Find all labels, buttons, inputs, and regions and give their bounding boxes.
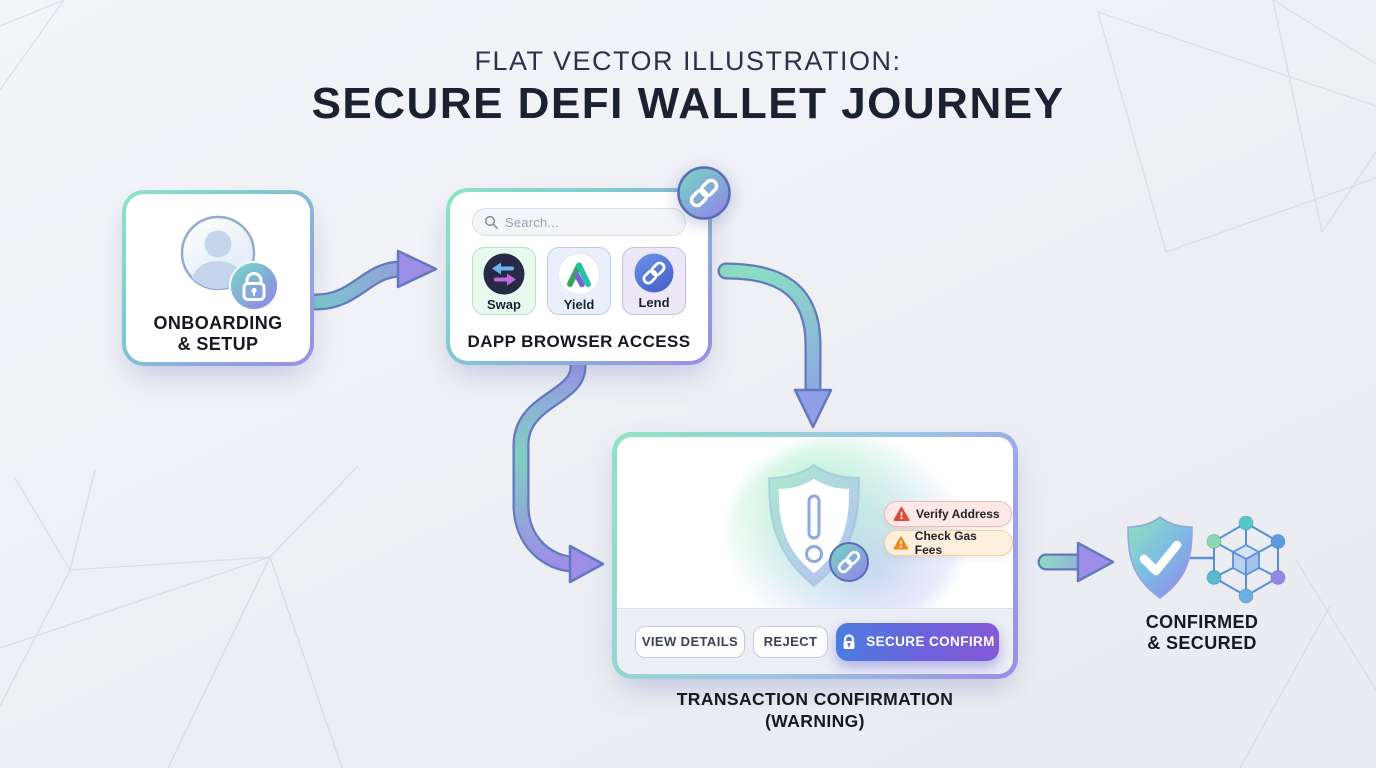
app-tile-yield[interactable]: Yield (547, 247, 611, 315)
onboarding-card: ONBOARDING & SETUP (122, 190, 314, 366)
onboarding-label-line1: ONBOARDING (153, 313, 283, 333)
onboarding-label-line2: & SETUP (177, 334, 259, 354)
chain-link-icon (634, 253, 674, 293)
reject-button[interactable]: REJECT (753, 625, 828, 658)
app-label-swap: Swap (487, 297, 521, 312)
warning-pill-verify-address: Verify Address (884, 501, 1012, 527)
lock-badge-icon (229, 261, 279, 311)
app-tile-swap[interactable]: Swap (472, 247, 536, 315)
app-tile-lend[interactable]: Lend (622, 247, 686, 315)
view-details-button[interactable]: VIEW DETAILS (635, 625, 745, 658)
blockchain-network-icon (1206, 516, 1286, 604)
dapp-browser-label: DAPP BROWSER ACCESS (467, 332, 691, 351)
warning-pill-check-gas-fees: Check Gas Fees (884, 529, 1013, 557)
warning-label: Verify Address (916, 507, 1000, 521)
title-eyebrow: FLAT VECTOR ILLUSTRATION: (474, 46, 902, 76)
search-input[interactable]: Search... (472, 208, 686, 236)
transaction-footer: VIEW DETAILS REJECT SECURE CONFIRM (617, 608, 1013, 674)
transaction-card: Verify Address Check Gas Fees VIEW DETAI… (612, 432, 1018, 679)
secure-confirm-button[interactable]: SECURE CONFIRM (836, 622, 999, 661)
dapp-browser-card: Search... Swap (446, 166, 731, 365)
yield-triangle-icon (558, 253, 600, 295)
search-icon (484, 215, 498, 229)
lock-icon (843, 633, 855, 649)
confirmed-caption: CONFIRMED & SECURED (1145, 612, 1259, 653)
swap-arrows-icon (483, 253, 525, 295)
search-placeholder: Search... (505, 214, 559, 230)
chain-link-badge (677, 166, 731, 220)
app-label-yield: Yield (563, 297, 595, 312)
warning-label: Check Gas Fees (914, 529, 977, 557)
transaction-caption: TRANSACTION CONFIRMATION (WARNING) (676, 689, 954, 731)
warning-triangle-icon (893, 507, 910, 521)
app-label-lend: Lend (638, 295, 670, 310)
arrow-dapp-to-transaction-left (512, 351, 605, 584)
warning-triangle-icon (893, 536, 909, 550)
shield-check-icon (1127, 516, 1193, 599)
arrow-dapp-to-transaction-right (717, 262, 833, 429)
arrow-onboarding-to-dapp (307, 249, 438, 311)
page-title: SECURE DEFI WALLET JOURNEY (311, 79, 1065, 128)
arrow-transaction-to-confirmed (1037, 541, 1115, 583)
chain-link-badge-icon (829, 542, 869, 582)
